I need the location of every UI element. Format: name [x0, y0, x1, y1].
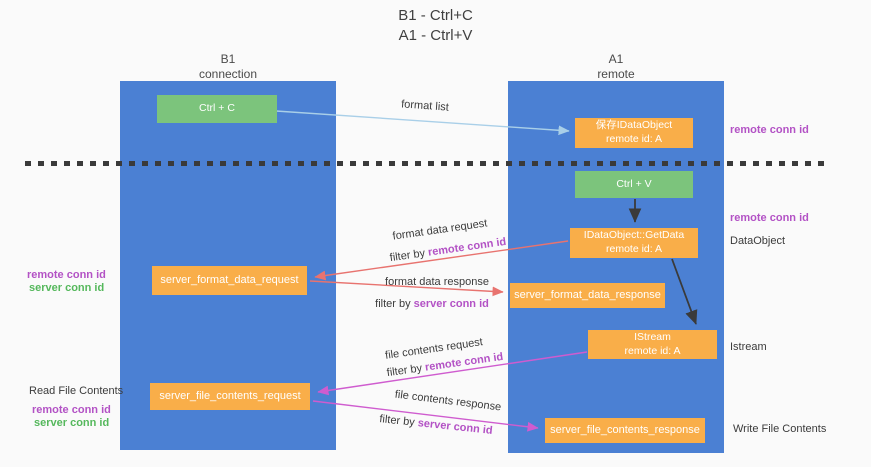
filter-by-text: filter by: [378, 413, 419, 430]
left-mid-remote-conn-id-label: remote conn id: [27, 269, 106, 281]
ctrl-v-label: Ctrl + V: [616, 177, 652, 190]
format-data-response-label: format data response: [385, 276, 489, 288]
left-bottom-server-conn-id-label: server conn id: [34, 417, 110, 429]
getdata-line2: remote id: A: [605, 243, 663, 255]
remote-conn-id-text: remote conn id: [427, 235, 507, 259]
file-contents-response-label: file contents response: [394, 388, 502, 414]
title-line-1: B1 - Ctrl+C: [398, 7, 473, 24]
ctrl-v-node: Ctrl + V: [575, 171, 693, 198]
save-idataobject-node: 保存IDataObject remote id: A: [575, 118, 693, 148]
file-contents-response-filter-label: filter by server conn id: [379, 413, 493, 437]
istream-node: IStream remote id: A: [588, 330, 717, 359]
right-column-title: A1: [608, 52, 624, 66]
filter-by-text: filter by: [389, 246, 429, 265]
server-format-data-request-node: server_format_data_request: [152, 266, 307, 295]
server-conn-id-text: server conn id: [413, 298, 489, 310]
server-format-data-response-label: server_format_data_response: [514, 289, 661, 302]
server-file-contents-response-node: server_file_contents_response: [545, 418, 705, 443]
getdata-node: IDataObject::GetData remote id: A: [570, 228, 698, 258]
right-column-subtitle: remote: [597, 67, 635, 81]
save-idataobject-line1: 保存IDataObject: [595, 119, 673, 132]
write-file-contents-label: Write File Contents: [733, 423, 827, 435]
server-file-contents-request-label: server_file_contents_request: [159, 390, 301, 403]
left-mid-server-conn-id-label: server conn id: [29, 282, 105, 294]
phase-divider-dashed-line: [25, 161, 831, 166]
ctrl-c-label: Ctrl + C: [199, 102, 235, 115]
diagram-title: B1 - Ctrl+C A1 - Ctrl+V: [0, 6, 871, 45]
left-bottom-remote-conn-id-label: remote conn id: [32, 404, 111, 416]
server-file-contents-request-node: server_file_contents_request: [150, 383, 310, 410]
right-top-remote-conn-id-label: remote conn id: [730, 124, 809, 136]
server-file-contents-response-label: server_file_contents_response: [550, 424, 700, 437]
getdata-line1: IDataObject::GetData: [583, 229, 685, 242]
right-column-header: A1 remote: [508, 52, 724, 82]
left-column-subtitle: connection: [198, 67, 258, 81]
format-list-label: format list: [400, 98, 450, 114]
server-conn-id-text: server conn id: [417, 417, 494, 437]
right-mid-remote-conn-id-label: remote conn id: [730, 212, 809, 224]
format-data-request-label: format data request: [391, 217, 489, 243]
left-column-header: B1 connection: [120, 52, 336, 82]
save-idataobject-line2: remote id: A: [605, 133, 663, 145]
server-format-data-request-label: server_format_data_request: [160, 274, 299, 287]
server-format-data-response-node: server_format_data_response: [510, 283, 665, 308]
filter-by-text: filter by: [386, 361, 426, 380]
istream-side-label: Istream: [730, 341, 767, 353]
filter-by-text: filter by: [375, 298, 414, 310]
left-column-title: B1: [220, 52, 236, 66]
read-file-contents-label: Read File Contents: [29, 385, 124, 397]
istream-line1: IStream: [634, 330, 671, 343]
dataobject-label: DataObject: [730, 235, 786, 247]
format-data-response-filter-label: filter by server conn id: [375, 298, 489, 310]
ctrl-c-node: Ctrl + C: [157, 95, 277, 123]
title-line-2: A1 - Ctrl+V: [398, 26, 473, 44]
istream-line2: remote id: A: [624, 344, 681, 357]
